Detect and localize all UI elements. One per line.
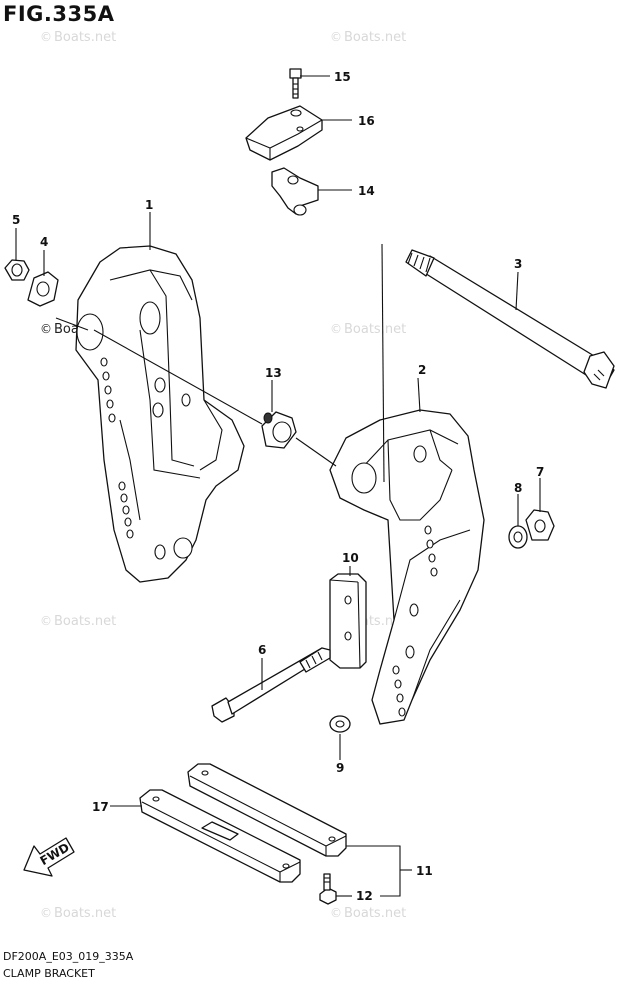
part-13-bushing[interactable] [261, 411, 297, 449]
part-11-plate-lower[interactable] [139, 789, 301, 883]
callout-13: 13 [265, 366, 282, 380]
callout-1: 1 [145, 198, 153, 212]
callouts: 1 2 3 4 5 6 7 8 9 10 11 12 13 14 15 16 1… [12, 70, 544, 903]
callout-14: 14 [358, 184, 375, 198]
fwd-arrow-icon: FWD [23, 837, 75, 877]
watermark: ©Boats.net [40, 906, 117, 921]
part-3-shaft[interactable] [405, 249, 615, 389]
part-9-washer[interactable] [329, 715, 351, 733]
part-8-washer[interactable] [508, 525, 528, 549]
part-14-plate[interactable] [271, 167, 319, 216]
callout-9: 9 [336, 761, 344, 775]
part-11-plate-upper[interactable] [187, 763, 347, 857]
callout-8: 8 [514, 481, 522, 495]
part-1-clamp-bracket[interactable] [75, 245, 245, 583]
part-15-bolt[interactable] [289, 68, 302, 99]
figure-caption: CLAMP BRACKET [3, 967, 95, 980]
callout-10: 10 [342, 551, 359, 565]
part-7-nut[interactable] [525, 509, 555, 541]
watermark: ©Boats.net [330, 322, 407, 337]
watermark: ©Boats.net [330, 30, 407, 45]
watermark: ©Boats.net [330, 906, 407, 921]
callout-11: 11 [416, 864, 433, 878]
part-12-bolt[interactable] [319, 873, 337, 905]
callout-6: 6 [258, 643, 266, 657]
part-6-bolt[interactable] [211, 647, 331, 723]
drawing-code: DF200A_E03_019_335A [3, 950, 134, 963]
part-10-plate[interactable] [329, 573, 367, 669]
part-16-cover[interactable] [245, 105, 323, 161]
part-4-washer[interactable] [27, 271, 59, 307]
callout-15: 15 [334, 70, 351, 84]
callout-3: 3 [514, 257, 522, 271]
callout-17: 17 [92, 800, 109, 814]
callout-7: 7 [536, 465, 544, 479]
callout-12: 12 [356, 889, 373, 903]
watermark: ©Boats.net [40, 30, 117, 45]
callout-5: 5 [12, 213, 20, 227]
leader-lines [15, 75, 541, 897]
part-5-nut[interactable] [4, 259, 30, 281]
figure-title: FIG.335A [3, 2, 115, 26]
callout-4: 4 [40, 235, 48, 249]
watermark: ©Boats.net [40, 614, 117, 629]
callout-16: 16 [358, 114, 375, 128]
part-2-clamp-bracket[interactable] [329, 409, 485, 725]
callout-2: 2 [418, 363, 426, 377]
